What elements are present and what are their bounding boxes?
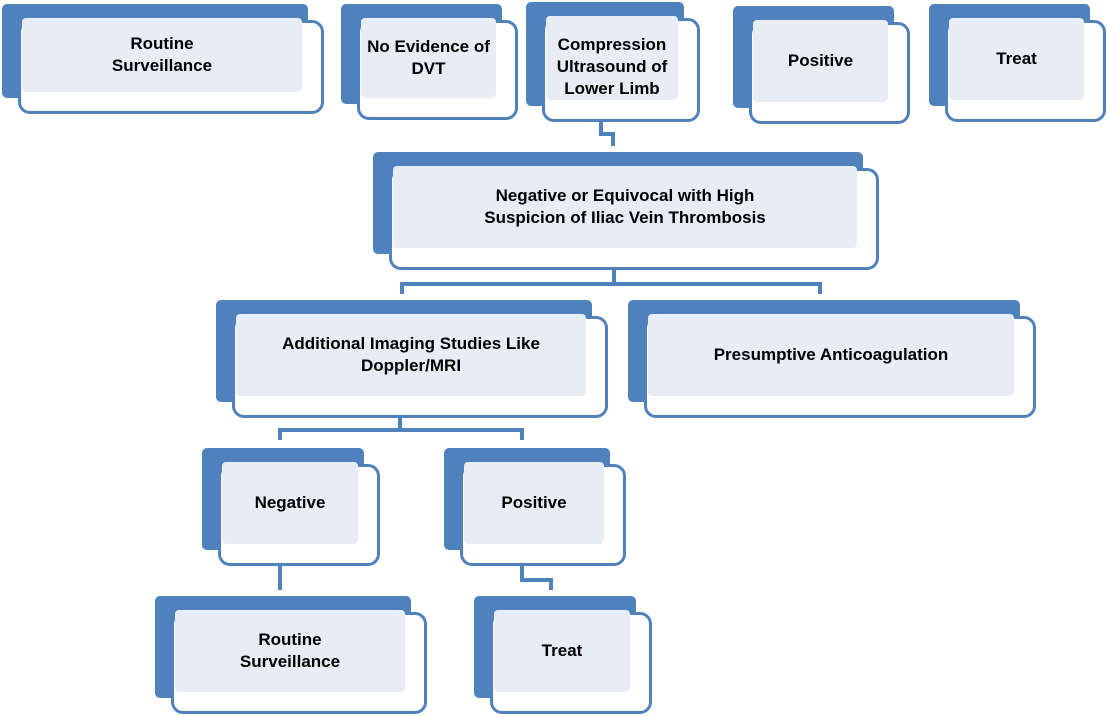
node-presumptive-anticoagulation: Presumptive Anticoagulation (628, 300, 1036, 418)
node-top-no-evidence-dvt: No Evidence of DVT (341, 4, 518, 120)
node-bottom-routine-surveillance: Routine Surveillance (155, 596, 427, 714)
node-imaging-negative: Negative (202, 448, 380, 566)
node-label: No Evidence of DVT (367, 37, 490, 78)
node-negative-equivocal: Negative or Equivocal with High Suspicio… (373, 152, 879, 270)
node-label: Positive (787, 51, 854, 70)
node-label: Routine Surveillance (239, 630, 341, 671)
node-top-treat: Treat (929, 4, 1106, 122)
connector-positive-to-treat (520, 552, 553, 590)
node-label: Negative or Equivocal with High Suspicio… (484, 186, 766, 227)
node-label: Negative (254, 493, 326, 512)
node-label: Routine Surveillance (111, 34, 213, 75)
node-top-positive: Positive (733, 6, 910, 124)
node-additional-imaging: Additional Imaging Studies Like Doppler/… (216, 300, 608, 418)
node-compression-ultrasound: Compression Ultrasound of Lower Limb (526, 2, 700, 122)
node-top-routine-surveillance: Routine Surveillance (2, 4, 324, 114)
connector-ultrasound-to-negative-equivocal (599, 122, 615, 146)
node-label: Additional Imaging Studies Like Doppler/… (282, 334, 540, 375)
node-label: Treat (541, 641, 583, 660)
node-bottom-treat: Treat (474, 596, 652, 714)
node-label: Presumptive Anticoagulation (713, 345, 949, 364)
node-label: Positive (501, 493, 567, 512)
node-label: Treat (996, 49, 1037, 68)
node-imaging-positive: Positive (444, 448, 626, 566)
node-label: Compression Ultrasound of Lower Limb (556, 35, 668, 98)
